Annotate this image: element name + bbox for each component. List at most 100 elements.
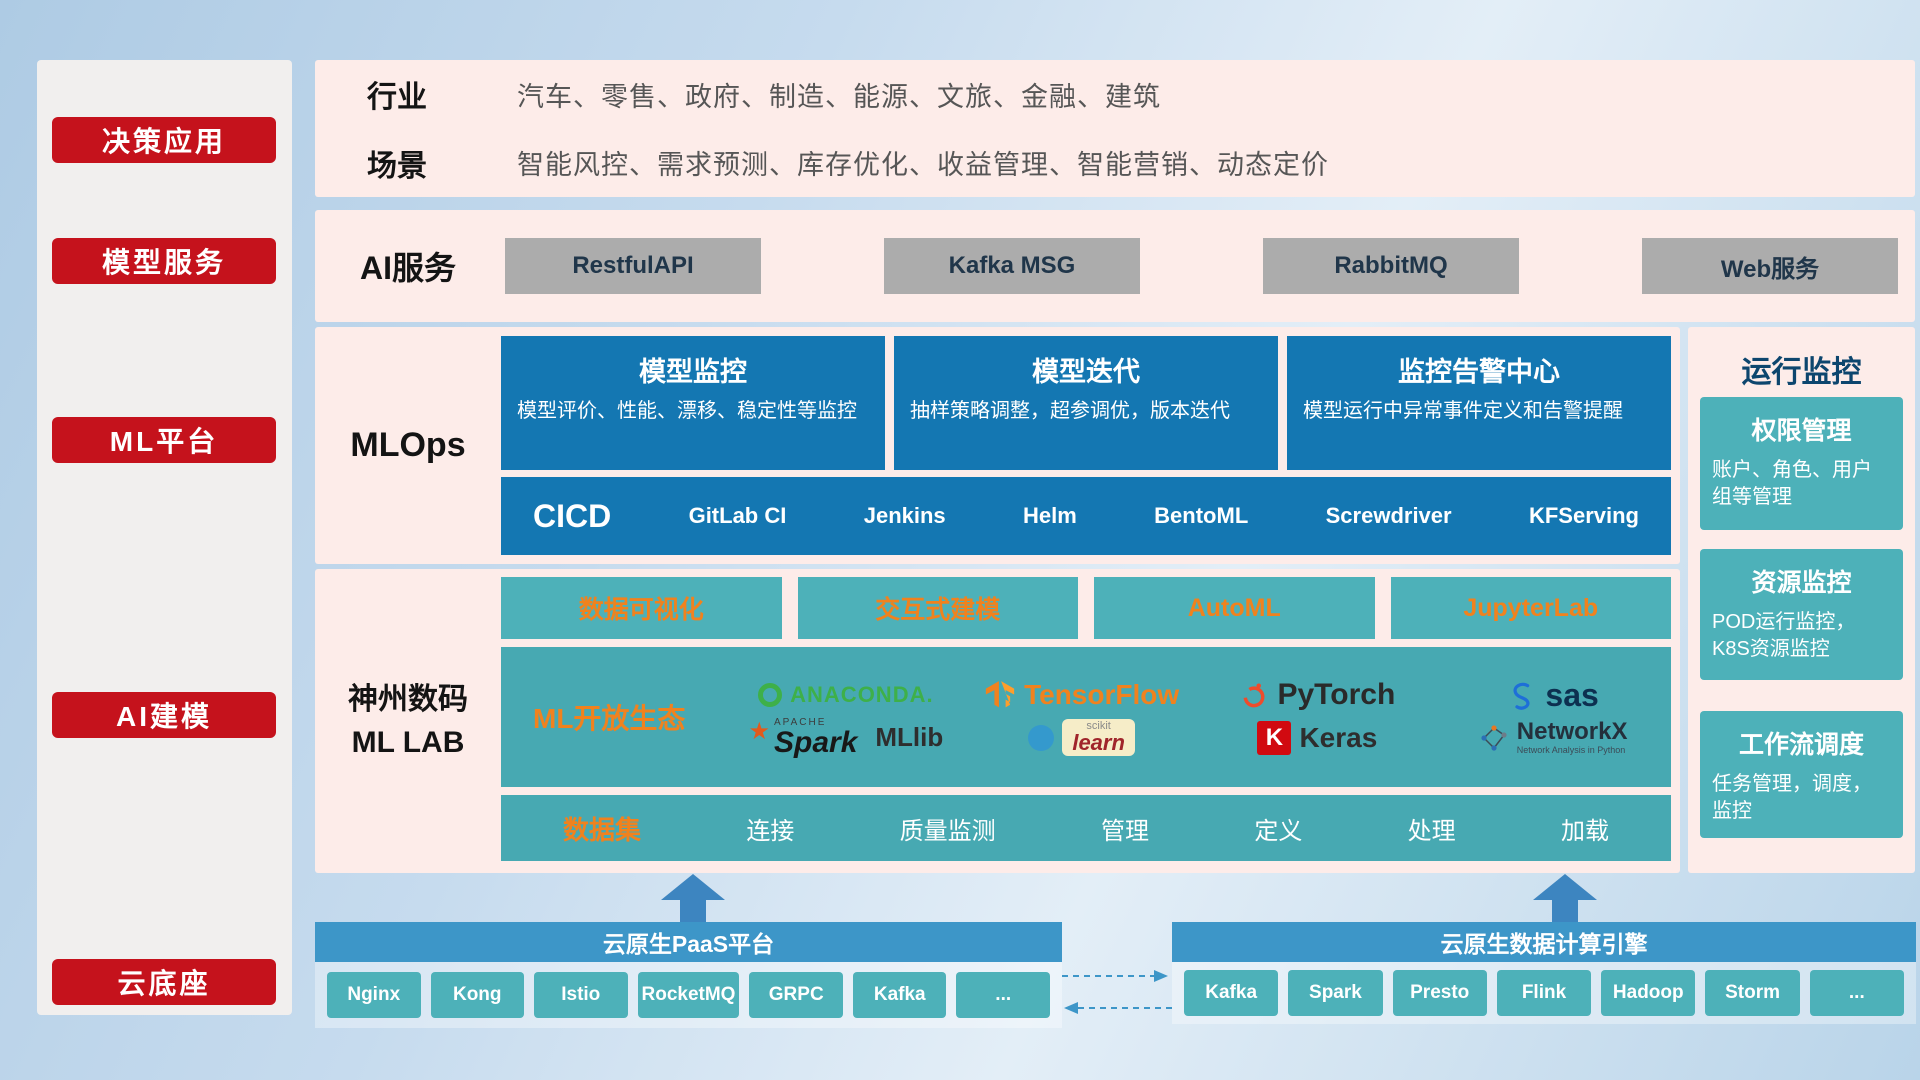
dataset-row: 数据集 连接 质量监测 管理 定义 处理 加载 (501, 795, 1671, 861)
card-desc: 抽样策略调整，超参调优，版本迭代 (910, 400, 1230, 422)
spark-mllib-logo: ★ APACHE Spark MLlib (748, 716, 944, 758)
mllab-label-line1: 神州数码 (348, 682, 468, 716)
presto-chip: Presto (1392, 970, 1487, 1016)
alert-center-card: 监控告警中心 模型运行中异常事件定义和告警提醒 (1287, 336, 1671, 470)
gitlab-ci-item: GitLab CI (688, 503, 787, 528)
ml-ecosystem-panel: ML开放生态 ANACONDA. TensorFlow (501, 647, 1671, 787)
networkx-icon (1481, 724, 1507, 751)
mllab-label-line2: ML LAB (351, 726, 465, 759)
kafka-engine-chip: Kafka (1184, 970, 1279, 1016)
pytorch-wordmark: PyTorch (1277, 678, 1396, 711)
ecosystem-logos: ANACONDA. TensorFlow PyTorch (728, 677, 1671, 758)
runtime-monitor-title: 运行监控 (1741, 356, 1862, 389)
data-engine-bar: 云原生数据计算引擎 (1172, 922, 1916, 962)
spark-chip: Spark (1288, 970, 1383, 1016)
spark-star-icon: ★ (748, 718, 770, 745)
card-desc: 账户、角色、用户组等管理 (1712, 459, 1872, 508)
sidebar-item-ml-platform: ML平台 (52, 417, 276, 463)
pytorch-logo: PyTorch (1239, 678, 1395, 712)
cicd-label: CICD (533, 497, 612, 534)
cicd-bar: CICD GitLab CI Jenkins Helm BentoML Scre… (501, 477, 1671, 555)
istio-chip: Istio (534, 972, 628, 1018)
sas-icon (1513, 682, 1530, 710)
restfulapi-button: RestfulAPI (505, 238, 761, 294)
more-chip: ... (956, 972, 1050, 1018)
mllab-band: 神州数码 ML LAB 数据可视化 交互式建模 AutoML JupyterLa… (315, 569, 1680, 873)
data-exchange-arrows (1062, 970, 1172, 1014)
industry-row: 行业 汽车、零售、政府、制造、能源、文旅、金融、建筑 (315, 60, 1915, 129)
dataset-label: 数据集 (563, 814, 642, 845)
dataset-quality: 质量监测 (899, 817, 996, 845)
keras-wordmark: Keras (1299, 721, 1378, 753)
dataset-connect: 连接 (746, 817, 795, 845)
sidebar-item-ai-modeling: AI建模 (52, 692, 276, 738)
anaconda-wordmark: ANACONDA. (790, 682, 934, 707)
runtime-monitor-column: 运行监控 权限管理 账户、角色、用户组等管理 资源监控 POD运行监控，K8S资… (1688, 327, 1915, 873)
rocketmq-chip: RocketMQ (637, 972, 740, 1018)
jenkins-item: Jenkins (863, 503, 946, 528)
scikit-learn-icon (1028, 724, 1055, 751)
scenario-text: 智能风控、需求预测、库存优化、收益管理、智能营销、动态定价 (517, 150, 1329, 181)
engine-chips: Kafka Spark Presto Flink Hadoop Storm ..… (1172, 962, 1916, 1024)
industry-band: 行业 汽车、零售、政府、制造、能源、文旅、金融、建筑 场景 智能风控、需求预测、… (315, 60, 1915, 197)
card-desc: 模型运行中异常事件定义和告警提醒 (1303, 400, 1623, 422)
apache-label: APACHE (774, 716, 827, 728)
card-title: 模型监控 (639, 357, 747, 387)
data-visualization-button: 数据可视化 (501, 577, 782, 639)
scikit-label: scikit (1086, 720, 1111, 732)
sidebar-item-model-service: 模型服务 (52, 238, 276, 284)
sidebar-item-decision-apps: 决策应用 (52, 117, 276, 163)
card-title: 监控告警中心 (1398, 357, 1560, 387)
kafka-msg-button: Kafka MSG (884, 238, 1140, 294)
card-title: 模型迭代 (1032, 357, 1140, 387)
model-monitoring-card: 模型监控 模型评价、性能、漂移、稳定性等监控 (501, 336, 885, 470)
screwdriver-item: Screwdriver (1325, 503, 1452, 528)
sidebar: 决策应用 模型服务 ML平台 AI建模 云底座 (37, 60, 292, 1015)
tensorflow-wordmark: TensorFlow (1024, 679, 1180, 710)
kong-chip: Kong (430, 972, 524, 1018)
ecosystem-label: ML开放生态 (533, 703, 686, 734)
industry-label: 行业 (367, 81, 427, 115)
mllib-wordmark: MLlib (875, 722, 944, 752)
ai-service-label: AI服务 (359, 250, 456, 286)
hadoop-chip: Hadoop (1601, 970, 1696, 1016)
scenario-row: 场景 智能风控、需求预测、库存优化、收益管理、智能营销、动态定价 (315, 129, 1915, 198)
tensorflow-icon (985, 681, 1015, 708)
learn-wordmark: learn (1072, 730, 1125, 755)
grpc-chip: GRPC (749, 972, 843, 1018)
keras-icon: K (1257, 720, 1292, 755)
up-arrow-paas (661, 874, 725, 922)
paas-platform-bar: 云原生PaaS平台 (315, 922, 1062, 962)
mllab-label: 神州数码 ML LAB (315, 569, 501, 873)
flink-chip: Flink (1496, 970, 1592, 1016)
kfserving-item: KFServing (1528, 503, 1639, 528)
card-desc: POD运行监控，K8S资源监控 (1712, 611, 1856, 660)
keras-logo: K Keras (1257, 720, 1378, 755)
permission-management-card: 权限管理 账户、角色、用户组等管理 (1700, 397, 1903, 530)
sas-logo: sas (1507, 677, 1599, 714)
mlops-cards: 模型监控 模型评价、性能、漂移、稳定性等监控 模型迭代 抽样策略调整，超参调优，… (501, 336, 1671, 470)
ai-service-buttons: RestfulAPI Kafka MSG RabbitMQ Web服务 (505, 238, 1898, 294)
scikit-learn-logo: scikit learn (1028, 719, 1135, 756)
scenario-label: 场景 (367, 149, 427, 183)
networkx-logo: NetworkX Network Analysis in Python (1479, 718, 1628, 755)
tensorflow-logo: TensorFlow (984, 679, 1179, 711)
mllab-feature-buttons: 数据可视化 交互式建模 AutoML JupyterLab (501, 577, 1671, 639)
dataset-process: 处理 (1407, 817, 1456, 845)
storm-chip: Storm (1705, 970, 1800, 1016)
kafka-chip: Kafka (852, 972, 947, 1018)
more-engine-chip: ... (1809, 970, 1904, 1016)
resource-monitor-card: 资源监控 POD运行监控，K8S资源监控 (1700, 549, 1903, 680)
jupyterlab-button: JupyterLab (1390, 577, 1671, 639)
workflow-scheduler-card: 工作流调度 任务管理，调度，监控 (1700, 711, 1903, 838)
helm-item: Helm (1023, 503, 1077, 528)
dataset-define: 定义 (1254, 817, 1303, 845)
card-title: 权限管理 (1751, 417, 1852, 445)
web-service-button: Web服务 (1642, 238, 1898, 294)
paas-chips: Nginx Kong Istio RocketMQ GRPC Kafka ... (315, 962, 1062, 1028)
industry-text: 汽车、零售、政府、制造、能源、文旅、金融、建筑 (517, 81, 1161, 112)
sidebar-item-cloud-base: 云底座 (52, 959, 276, 1005)
networkx-wordmark: NetworkX (1516, 718, 1628, 746)
pytorch-icon (1243, 683, 1265, 708)
